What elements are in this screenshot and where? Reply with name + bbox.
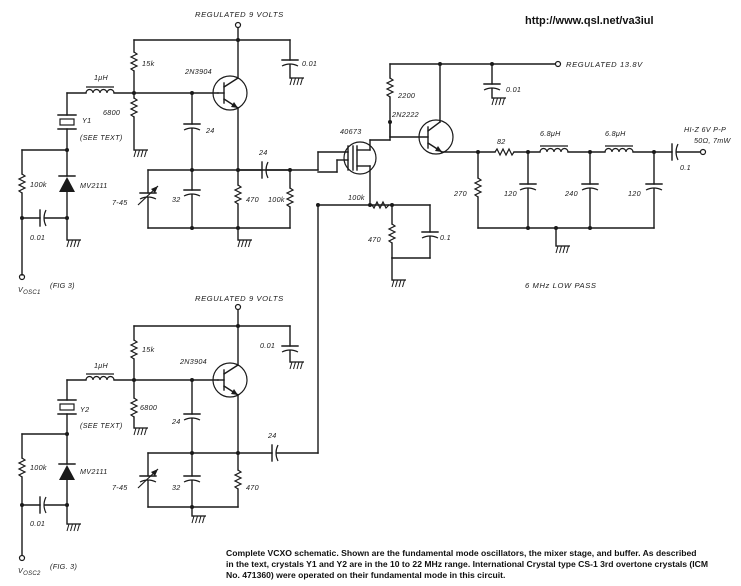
output-label-2: 50Ω, 7mW: [694, 136, 732, 145]
mixer-stage: 40673 100k 470 0.1: [316, 127, 451, 454]
rail-label-bottom: REGULATED 9 VOLTS: [195, 294, 284, 303]
filter-l1-label: 6.8μH: [540, 129, 561, 138]
filter-l2-label: 6.8μH: [605, 129, 626, 138]
osc2-crystal-label: Y2: [80, 405, 89, 414]
osc1-cap24-label: 24: [205, 126, 215, 135]
osc2-cap24-label: 24: [171, 417, 181, 426]
osc2-r470-label: 470: [246, 483, 259, 492]
filter-r82-label: 82: [497, 137, 506, 146]
buffer-r270-label: 270: [453, 189, 467, 198]
osc2-cap001-label: 0.01: [30, 519, 45, 528]
osc2-see-text: (SEE TEXT): [80, 421, 123, 430]
caption-line-2: in the text, crystals Y1 and Y2 are in t…: [226, 559, 708, 569]
osc2-bypass-cap-label: 0.01: [260, 341, 275, 350]
osc2-transistor-label: 2N3904: [179, 357, 207, 366]
osc2-r6800-label: 6800: [140, 403, 157, 412]
buffer-cap001-label: 0.01: [506, 85, 521, 94]
osc1-transistor: [212, 75, 248, 111]
buffer-r2200-label: 2200: [397, 91, 415, 100]
osc1-r470-label: 470: [246, 195, 259, 204]
rail-label-buffer: REGULATED 13.8V: [566, 60, 643, 69]
osc1-coupling-cap-label: 24: [258, 148, 268, 157]
filter-c2-label: 240: [564, 189, 578, 198]
osc2-cap32-label: 32: [172, 483, 181, 492]
caption-line-3: No. 471360) were operated on their funda…: [226, 570, 505, 580]
mixer-r470-label: 470: [368, 235, 381, 244]
osc1-crystal-label: Y1: [82, 116, 91, 125]
mixer-cap01-label: 0.1: [440, 233, 451, 242]
filter-c3-label: 120: [628, 189, 641, 198]
osc1-bypass-cap-label: 0.01: [302, 59, 317, 68]
osc1-r100k-gate-label: 100k: [268, 195, 285, 204]
mixer-fet-label: 40673: [340, 127, 362, 136]
filter-out-cap-label: 0.1: [680, 163, 691, 172]
caption: Complete VCXO schematic. Shown are the f…: [226, 548, 708, 580]
osc1-varcap-label: 7-45: [112, 198, 128, 207]
osc1-inductor-label: 1μH: [94, 73, 109, 82]
osc2-r15k-label: 15k: [142, 345, 155, 354]
osc2-varcap-label: 7-45: [112, 483, 128, 492]
rail-terminal: [234, 21, 242, 29]
osc2-inductor-label: 1μH: [94, 361, 109, 370]
buffer-transistor-label: 2N2222: [391, 110, 419, 119]
filter-c1-label: 120: [504, 189, 517, 198]
osc1-fig-ref: (FIG 3): [50, 281, 75, 290]
osc2-vosc: VOSC2: [18, 566, 41, 577]
rail-label-top: REGULATED 9 VOLTS: [195, 10, 284, 19]
osc1-varactor-label: MV2111: [80, 181, 108, 190]
osc1-see-text: (SEE TEXT): [80, 133, 123, 142]
mixer-r100k-label: 100k: [348, 193, 365, 202]
caption-line-1: Complete VCXO schematic. Shown are the f…: [226, 548, 697, 558]
osc2-r100k-bias-label: 100k: [30, 463, 47, 472]
oscillator-2: REGULATED 9 VOLTS 0.01 15k 6800 1μH: [17, 294, 319, 577]
osc1-cap32-label: 32: [172, 195, 181, 204]
mixer-mosfet: [343, 141, 377, 175]
osc2-fig-ref: (FIG. 3): [50, 562, 77, 571]
osc1-r6800-label: 6800: [103, 108, 120, 117]
osc2-coupling-cap-label: 24: [267, 431, 277, 440]
osc1-r15k-label: 15k: [142, 59, 155, 68]
osc1-transistor-label: 2N3904: [184, 67, 212, 76]
oscillator-1: REGULATED 9 VOLTS 0.01 15k 6800 1μH: [17, 10, 319, 296]
osc1-r100k-bias-label: 100k: [30, 180, 47, 189]
buffer-stage: 2200 REGULATED 13.8V 0.01 2N2222 270: [385, 60, 643, 229]
filter-title: 6 MHz LOW PASS: [525, 281, 597, 290]
osc2-transistor: [212, 362, 248, 398]
output-label-1: HI-Z 6V P-P: [684, 125, 726, 134]
osc2-varactor-label: MV2111: [80, 467, 108, 476]
lowpass-filter: 82 6.8μH 6.8μH 0.1 HI-Z 6V P-P 50Ω, 7mW …: [477, 125, 732, 290]
osc1-cap001-label: 0.01: [30, 233, 45, 242]
osc1-vosc: VOSC1: [18, 285, 41, 296]
source-url: http://www.qsl.net/va3iul: [525, 15, 654, 27]
